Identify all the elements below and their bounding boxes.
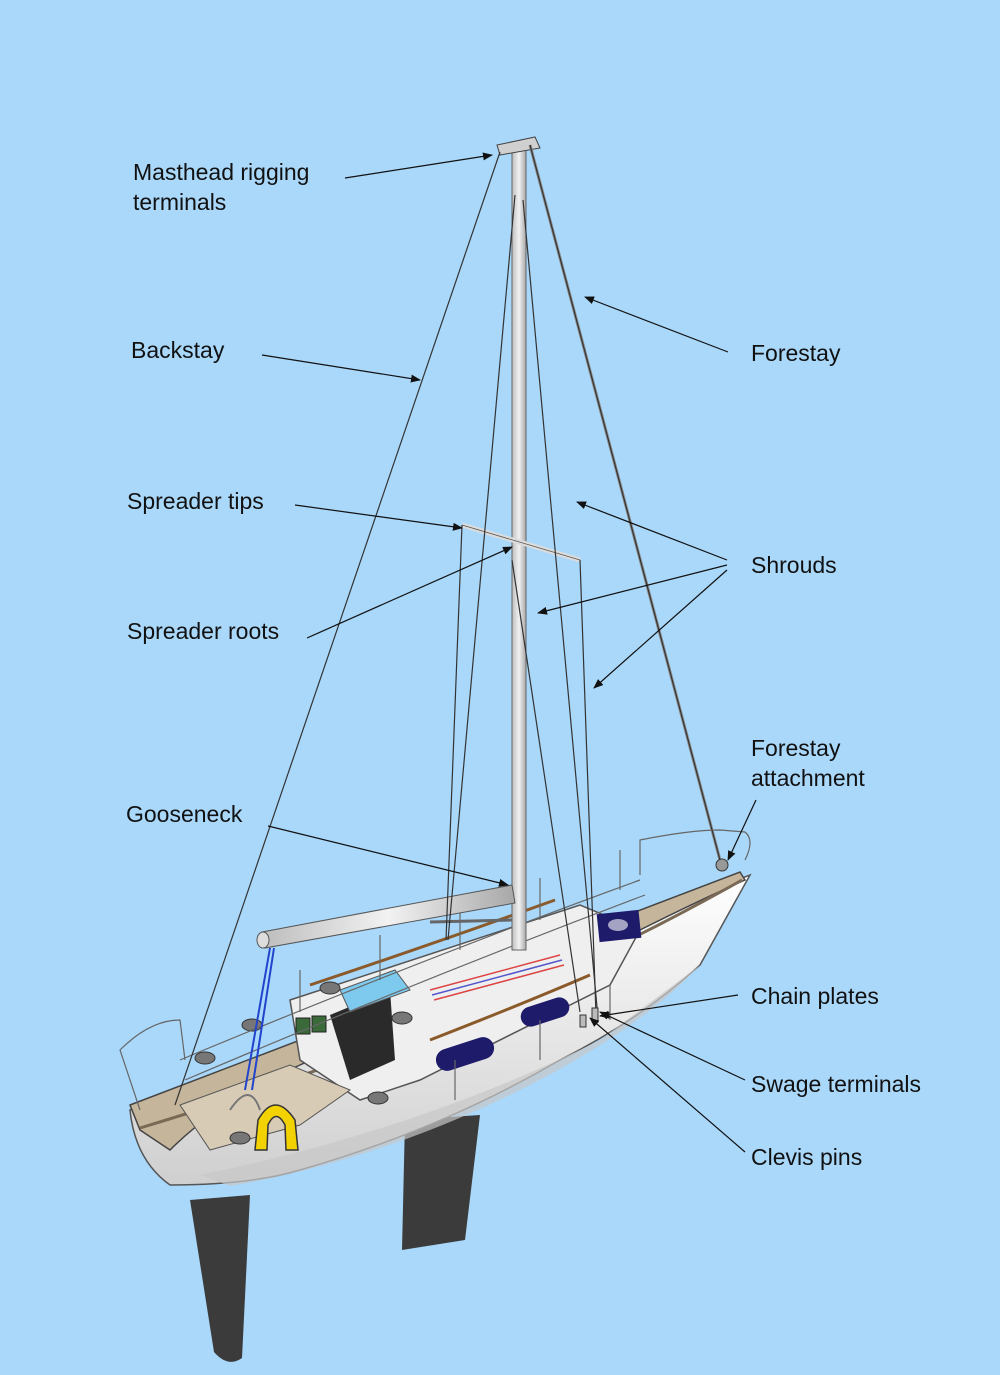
label-gooseneck: Gooseneck — [126, 799, 242, 829]
mast — [512, 145, 526, 950]
label-masthead-line2: terminals — [133, 187, 309, 217]
label-masthead-rigging-terminals: Masthead rigging terminals — [133, 157, 309, 217]
label-clevis-pins: Clevis pins — [751, 1142, 862, 1172]
label-spreader-tips: Spreader tips — [127, 486, 264, 516]
label-backstay: Backstay — [131, 335, 224, 365]
label-shrouds: Shrouds — [751, 550, 837, 580]
label-forestay: Forestay — [751, 338, 840, 368]
label-forestay-attachment-line1: Forestay — [751, 733, 865, 763]
label-spreader-roots: Spreader roots — [127, 616, 279, 646]
label-masthead-line1: Masthead rigging — [133, 157, 309, 187]
label-chain-plates: Chain plates — [751, 981, 879, 1011]
label-swage-terminals: Swage terminals — [751, 1069, 921, 1099]
label-forestay-attachment: Forestay attachment — [751, 733, 865, 793]
label-forestay-attachment-line2: attachment — [751, 763, 865, 793]
